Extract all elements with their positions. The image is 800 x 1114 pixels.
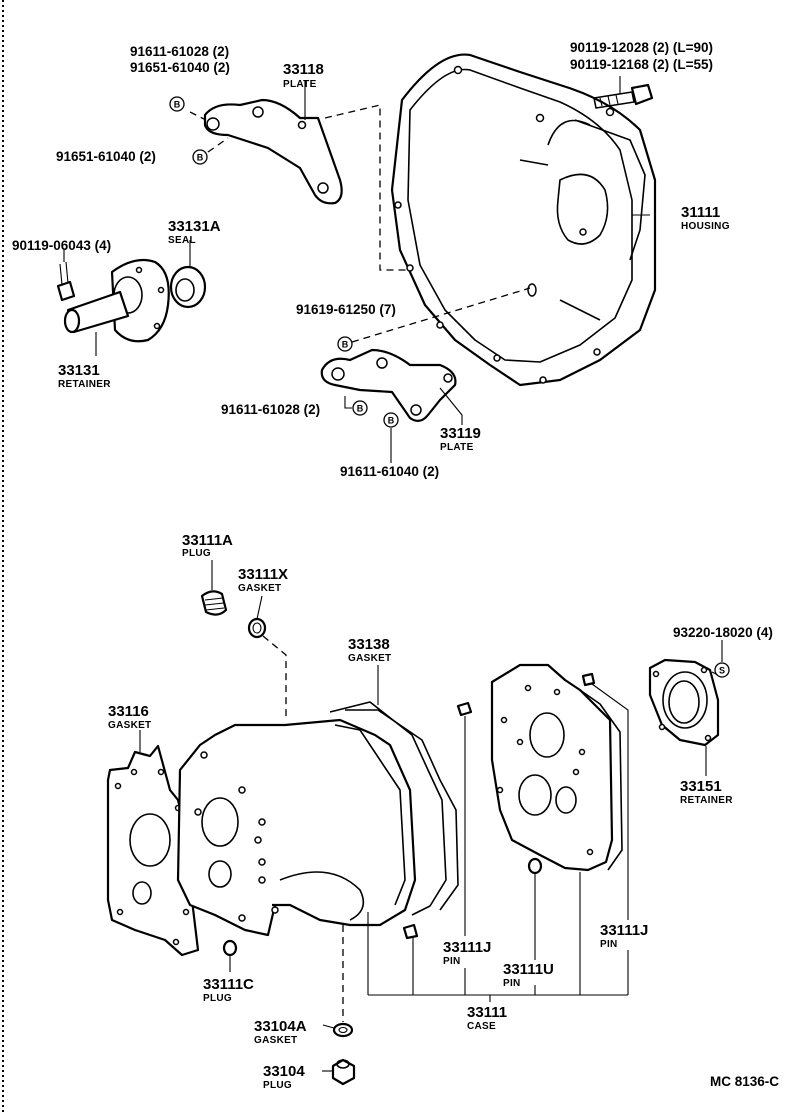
callout-33151-name: RETAINER (680, 795, 733, 806)
fastener-tag-b-2: B (192, 149, 208, 165)
plug-33111c-drawing (222, 939, 238, 972)
retainer-33151-drawing (648, 658, 721, 776)
callout-33131-name: RETAINER (58, 379, 111, 390)
retainer-bolt-drawing (56, 261, 76, 302)
retainer-33131-drawing (63, 258, 170, 343)
callout-33104-name: PLUG (263, 1080, 292, 1091)
fastener-tag-b-5: B (383, 412, 399, 428)
callout-33116-name: GASKET (108, 720, 151, 731)
case-callout-bracket (367, 872, 629, 1002)
fastener-tag-b-1-label: B (174, 100, 181, 110)
callout-33111x-name: GASKET (238, 583, 281, 594)
callout-91611-61040-mid: 91611-61040 (2) (340, 464, 439, 479)
extension-plate-drawing (490, 663, 623, 872)
callout-91651-61040-top: 91651-61040 (2) (130, 60, 230, 75)
callout-91619-61250: 91619-61250 (7) (296, 302, 396, 317)
callout-91611-61028-top: 91611-61028 (2) (130, 44, 229, 59)
assembly-line-gasket-x (262, 635, 287, 720)
callout-31111-name: HOUSING (681, 221, 730, 232)
plate-33119-drawing (320, 348, 457, 422)
drawing-code: MC 8136-C (710, 1074, 779, 1089)
callout-91651-61040-left: 91651-61040 (2) (56, 149, 156, 164)
transmission-case-drawing (176, 718, 417, 937)
plate-33118-drawing (203, 98, 343, 205)
callout-33111j-a-name: PIN (443, 956, 461, 967)
fastener-tag-b-5-label: B (388, 416, 395, 426)
leader-33119 (439, 387, 463, 425)
fastener-tag-b-4: B (352, 400, 368, 416)
callout-33131a: 33131A (168, 218, 221, 235)
callout-93220-18020: 93220-18020 (4) (673, 625, 773, 640)
callout-33104: 33104 (263, 1063, 305, 1080)
pin-33111j-b-drawing (581, 672, 629, 920)
assembly-line-b-left (207, 137, 229, 153)
callout-33118-name: PLATE (283, 79, 317, 90)
callout-33116: 33116 (108, 703, 149, 720)
gasket-33138-drawing (329, 665, 459, 916)
callout-33111a-name: PLUG (182, 548, 211, 559)
callout-33104a: 33104A (254, 1018, 307, 1035)
callout-33111u-name: PIN (503, 978, 521, 989)
housing-bolt-drawing (593, 83, 654, 109)
callout-33111x: 33111X (238, 566, 288, 583)
clutch-housing-drawing (390, 53, 657, 387)
callout-33118: 33118 (283, 61, 324, 78)
callout-33111: 33111 (467, 1004, 507, 1021)
fastener-tag-s-label: S (719, 666, 725, 676)
callout-33131a-name: SEAL (168, 235, 196, 246)
fastener-tag-b-4-label: B (357, 404, 364, 414)
callout-33111u: 33111U (503, 961, 554, 978)
callout-91611-61028-mid: 91611-61028 (2) (221, 402, 320, 417)
fastener-tag-b-3-label: B (342, 340, 349, 350)
callout-33138-name: GASKET (348, 653, 391, 664)
gasket-33111x-drawing (247, 595, 267, 639)
callout-33111j-a: 33111J (443, 939, 491, 956)
plug-33111a-drawing (200, 560, 228, 616)
callout-33111c: 33111C (203, 976, 254, 993)
callout-31111: 31111 (681, 204, 720, 221)
callout-33138: 33138 (348, 636, 390, 653)
callout-90119-12168: 90119-12168 (2) (L=55) (570, 57, 713, 72)
fastener-tag-b-2-label: B (197, 153, 204, 163)
callout-33119-name: PLATE (440, 442, 474, 453)
callout-33151: 33151 (680, 778, 722, 795)
callout-33111j-b: 33111J (600, 922, 648, 939)
fastener-tag-b-1: B (169, 96, 185, 112)
assembly-line-plate-upper (324, 104, 410, 271)
fastener-tag-b-3: B (337, 336, 353, 352)
plug-33104-drawing (322, 1058, 356, 1086)
callout-90119-06043: 90119-06043 (4) (12, 238, 111, 253)
callout-33104a-name: GASKET (254, 1035, 297, 1046)
callout-33131: 33131 (58, 362, 100, 379)
callout-33119: 33119 (440, 425, 481, 442)
pin-33111j-a-drawing (402, 701, 473, 940)
callout-90119-12028: 90119-12028 (2) (L=90) (570, 40, 713, 55)
leader-91611-61028-mid (344, 396, 352, 409)
fastener-tag-s: S (714, 640, 730, 678)
callout-33111a: 33111A (182, 532, 233, 549)
callout-33111j-b-name: PIN (600, 939, 618, 950)
callout-33111c-name: PLUG (203, 993, 232, 1004)
pin-33111u-drawing (527, 857, 543, 960)
seal-33131a-drawing (169, 265, 207, 309)
assembly-line-b-top (189, 111, 207, 121)
gasket-33104a-drawing (322, 1022, 354, 1038)
callout-33111-name: CASE (467, 1021, 496, 1032)
